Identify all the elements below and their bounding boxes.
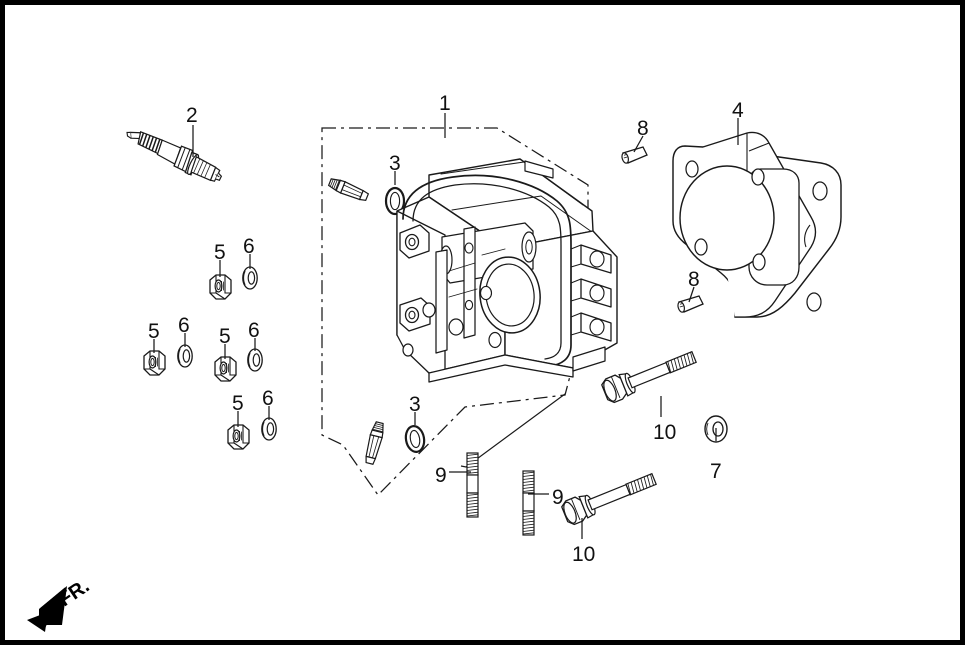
part-o-ring-lower[interactable] [404, 425, 426, 454]
callout-label-sealing-washer: 6 [248, 319, 260, 342]
part-flange-nut-a[interactable] [209, 274, 232, 300]
part-sealing-washer-c[interactable] [247, 348, 263, 372]
callout-label-flange-nut: 5 [214, 241, 226, 264]
callout-label-o-ring-small: 7 [710, 460, 722, 483]
part-flange-bolt-upper[interactable] [600, 345, 698, 404]
callout-label-flange-nut: 5 [232, 392, 244, 415]
part-sealing-washer-a[interactable] [242, 266, 258, 290]
part-dowel-pin-upper[interactable] [620, 146, 648, 165]
callout-label-flange-nut: 5 [148, 320, 160, 343]
part-flange-bolt-lower[interactable] [560, 467, 658, 526]
callout-leader-lines [153, 113, 739, 539]
group-1-boundary [321, 127, 589, 496]
leader-line-dowel-pin-lower [688, 286, 695, 303]
part-sealing-washer-d[interactable] [261, 417, 277, 441]
callout-label-sealing-washer: 6 [178, 314, 190, 337]
callout-label-dowel-pin-upper: 8 [637, 117, 649, 140]
callout-label-sealing-washer: 6 [243, 235, 255, 258]
callout-label-stud-bolt-left: 9 [435, 464, 447, 487]
part-tappet-adjuster-lower[interactable] [364, 421, 386, 465]
part-cylinder-head-assembly[interactable] [396, 158, 618, 383]
callout-label-o-ring-lower: 3 [409, 393, 421, 416]
leader-line-dowel-pin-upper [633, 135, 644, 153]
callout-label-flange-nut: 5 [219, 325, 231, 348]
callout-label-dowel-pin-lower: 8 [688, 268, 700, 291]
callout-label-sealing-washer: 6 [262, 387, 274, 410]
callout-label-spark-plug: 2 [186, 104, 198, 127]
part-flange-nut-b[interactable] [143, 350, 166, 376]
part-spark-plug[interactable] [122, 121, 226, 187]
part-flange-nut-d[interactable] [227, 424, 250, 450]
fr-direction-arrow [27, 586, 67, 632]
callout-label-flange-bolt-lower: 10 [572, 543, 596, 566]
callout-label-cylinder-head-assembly: 1 [439, 92, 451, 115]
callout-label-o-ring-upper: 3 [389, 152, 401, 175]
part-o-ring-upper[interactable] [384, 186, 406, 216]
part-stud-bolt-left[interactable] [466, 452, 479, 518]
callout-label-stud-bolt-right: 9 [552, 486, 564, 509]
part-tappet-adjuster-upper[interactable] [327, 177, 370, 203]
callout-label-cylinder-head-gasket: 4 [732, 99, 744, 122]
part-cylinder-head-gasket[interactable] [672, 131, 842, 318]
part-stud-bolt-right[interactable] [522, 470, 535, 536]
part-flange-nut-c[interactable] [214, 356, 237, 382]
parts-diagram-canvas [27, 113, 842, 632]
callout-label-flange-bolt-upper: 10 [653, 421, 677, 444]
part-sealing-washer-b[interactable] [177, 344, 193, 368]
group-9-boundary [460, 393, 566, 468]
